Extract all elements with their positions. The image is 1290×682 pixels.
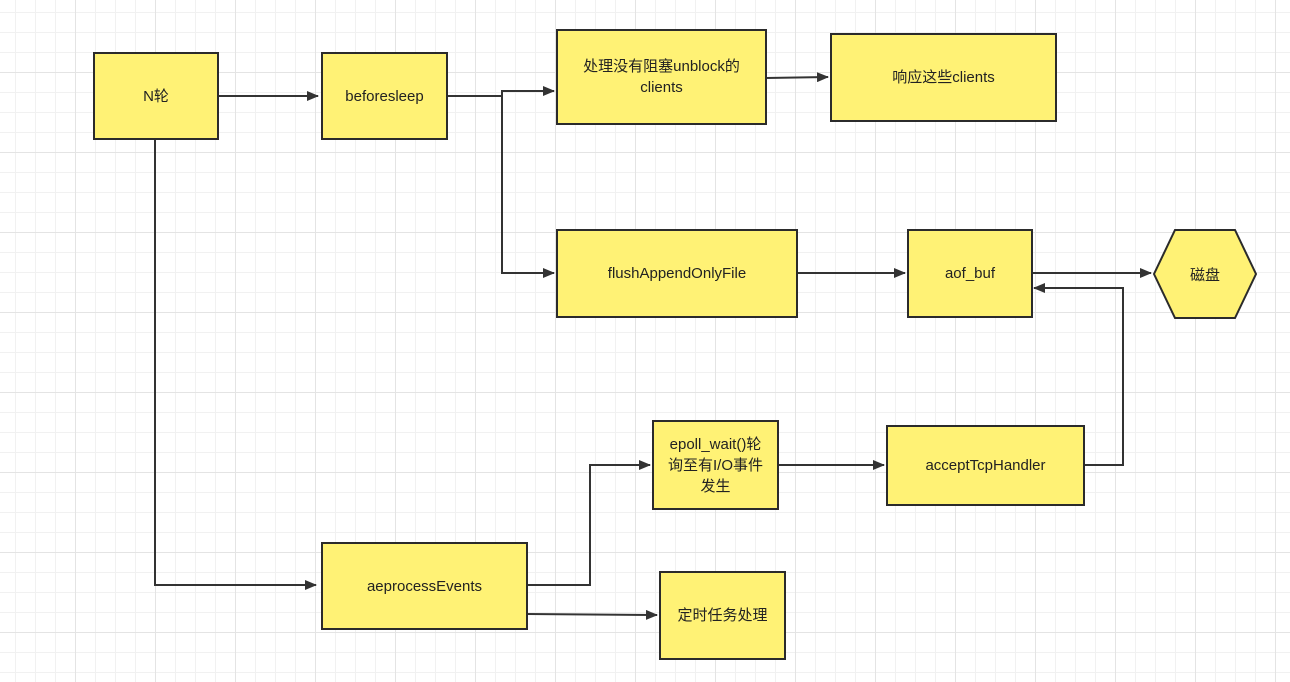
edge-ae-process-events-to-timer-tasks <box>526 609 658 620</box>
node-epoll-wait-label: epoll_wait()轮询至有I/O事件发生 <box>667 435 763 495</box>
node-aof-buf: aof_buf <box>907 229 1033 318</box>
node-flush-aof-label: flushAppendOnlyFile <box>607 265 747 282</box>
disk-hexagon-shape <box>1152 229 1258 319</box>
node-respond-clients-label: 响应这些clients <box>892 69 995 86</box>
node-unblock-clients: 处理没有阻塞unblock的clients <box>556 29 767 125</box>
node-timer-tasks: 定时任务处理 <box>659 571 786 660</box>
node-respond-clients: 响应这些clients <box>830 33 1057 122</box>
edge-n-round-to-ae-process-events <box>154 140 317 590</box>
node-beforesleep: beforesleep <box>321 52 448 140</box>
node-timer-tasks-label: 定时任务处理 <box>677 607 768 624</box>
node-ae-process-events-label: aeprocessEvents <box>366 577 483 595</box>
node-accept-tcp-handler-label: acceptTcpHandler <box>925 457 1046 474</box>
edge-unblock-clients-to-respond-clients <box>765 72 829 83</box>
node-disk: 磁盘 <box>1152 229 1258 319</box>
node-n-round: N轮 <box>93 52 219 140</box>
node-accept-tcp-handler: acceptTcpHandler <box>886 425 1085 506</box>
node-n-round-label: N轮 <box>143 87 169 105</box>
edge-ae-process-events-to-epoll-wait <box>527 460 651 586</box>
node-flush-aof: flushAppendOnlyFile <box>556 229 798 318</box>
edge-accept-tcp-handler-to-aof-buf <box>1033 283 1124 466</box>
node-ae-process-events: aeprocessEvents <box>321 542 528 630</box>
node-beforesleep-label: beforesleep <box>345 87 424 105</box>
edge-beforesleep-to-flush-aof <box>447 95 555 278</box>
node-aof-buf-label: aof_buf <box>944 265 996 282</box>
node-disk-label: 磁盘 <box>1189 266 1220 284</box>
node-epoll-wait: epoll_wait()轮询至有I/O事件发生 <box>652 420 779 510</box>
node-unblock-clients-label: 处理没有阻塞unblock的clients <box>583 58 740 96</box>
